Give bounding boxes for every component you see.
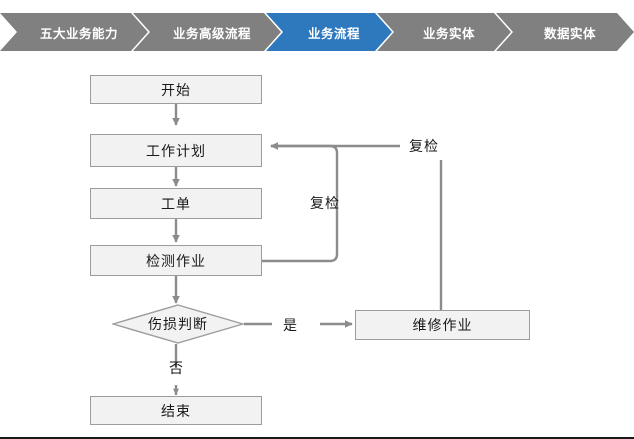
node-workplan-label: 工作计划 — [146, 142, 206, 159]
breadcrumb-item-3-active[interactable]: 业务流程 — [266, 13, 392, 51]
breadcrumb-item-3-label: 业务流程 — [307, 26, 360, 41]
node-repair[interactable]: 维修作业 — [355, 310, 530, 340]
node-inspection-label: 检测作业 — [146, 252, 206, 269]
breadcrumb-item-2[interactable]: 业务高级流程 — [133, 13, 281, 51]
breadcrumb-item-5[interactable]: 数据实体 — [496, 13, 634, 51]
breadcrumb: 五大业务能力 业务高级流程 业务流程 业务实体 数据实体 — [0, 13, 634, 51]
breadcrumb-item-2-label: 业务高级流程 — [172, 26, 251, 41]
node-inspection[interactable]: 检测作业 — [90, 245, 262, 276]
node-start[interactable]: 开始 — [90, 75, 262, 104]
node-workorder[interactable]: 工单 — [90, 188, 262, 219]
breadcrumb-item-4-label: 业务实体 — [422, 26, 475, 41]
node-decision[interactable]: 伤损判断 — [112, 304, 244, 344]
edge-label-no: 否 — [169, 360, 184, 376]
edge-label-recheck-outer: 复检 — [409, 138, 439, 154]
node-start-label: 开始 — [161, 81, 191, 98]
breadcrumb-item-1[interactable]: 五大业务能力 — [0, 13, 148, 51]
breadcrumb-item-1-label: 五大业务能力 — [39, 26, 118, 41]
edge-label-yes: 是 — [283, 317, 298, 333]
edge-label-recheck-inner: 复检 — [310, 195, 340, 211]
node-workplan[interactable]: 工作计划 — [90, 134, 262, 167]
node-workorder-label: 工单 — [161, 195, 191, 212]
node-decision-label: 伤损判断 — [148, 316, 208, 332]
breadcrumb-item-4[interactable]: 业务实体 — [377, 13, 511, 51]
node-end[interactable]: 结束 — [90, 396, 262, 425]
diamond-shape — [112, 304, 244, 344]
node-repair-label: 维修作业 — [412, 317, 473, 333]
breadcrumb-item-5-label: 数据实体 — [543, 26, 596, 41]
node-end-label: 结束 — [161, 402, 191, 419]
